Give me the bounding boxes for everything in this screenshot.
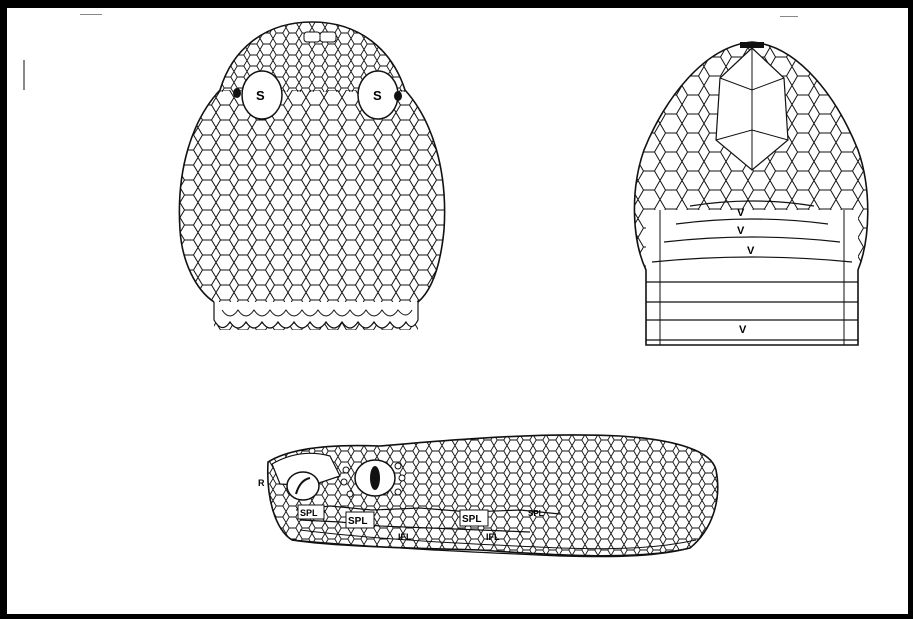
dorsal-view: S S [170, 18, 460, 338]
left-eye [233, 88, 241, 98]
label-ventral-2: V [737, 225, 745, 237]
ventral-view: V V V V [630, 40, 880, 350]
right-eye [394, 91, 402, 101]
label-supraocular-left: S [256, 88, 265, 103]
label-ventral-3: V [747, 245, 755, 257]
lateral-view: R SPL SPL SPL SPL IFL IFL [258, 430, 730, 570]
label-ventral-1: V [737, 207, 745, 219]
label-supralabial-2: SPL [348, 516, 367, 527]
label-infralabial-1: IFL [398, 532, 412, 542]
label-ventral-4: V [739, 324, 747, 336]
label-rostral: R [258, 478, 265, 488]
label-supralabial-1: SPL [300, 508, 318, 518]
label-supralabial-4: SPL [528, 509, 544, 518]
label-supraocular-right: S [373, 88, 382, 103]
label-infralabial-2: IFL [486, 532, 500, 542]
label-supralabial-3: SPL [462, 514, 481, 525]
loreal-pit [287, 472, 319, 500]
